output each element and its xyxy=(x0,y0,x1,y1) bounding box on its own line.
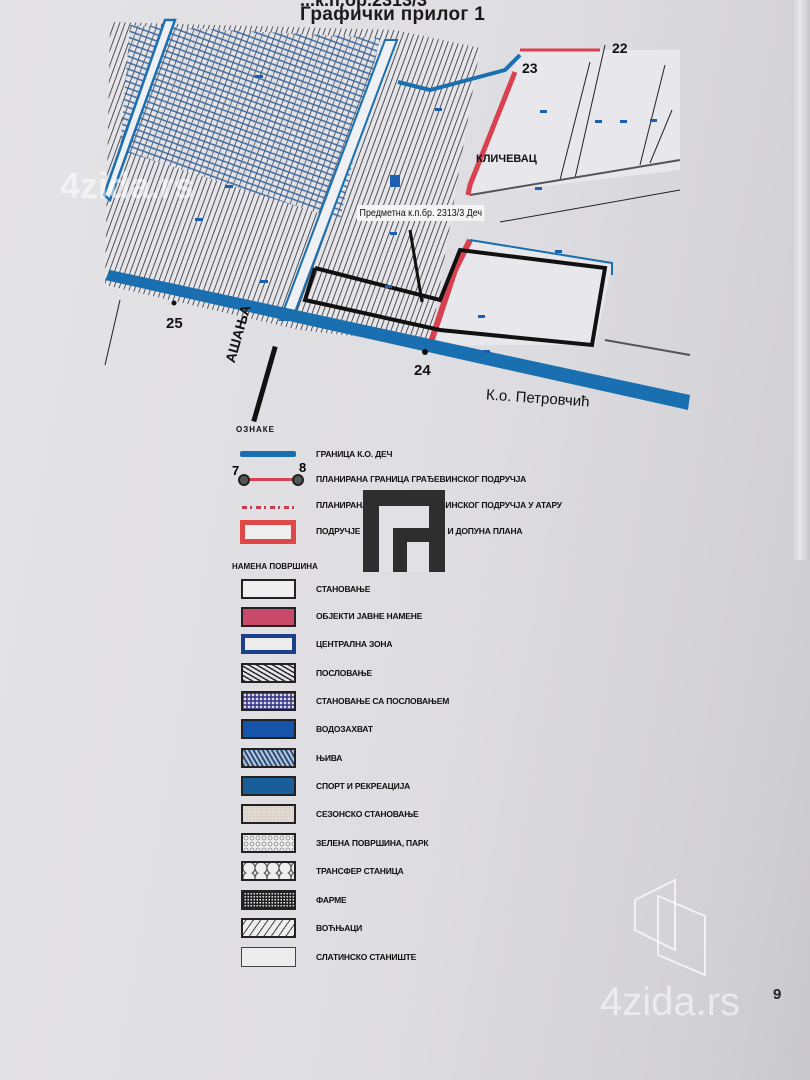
land-use-label: СЕЗОНСКО СТАНОВАЊЕ xyxy=(316,809,419,819)
legend-point-icon xyxy=(292,474,304,486)
swatch-central-zone-icon xyxy=(241,634,296,654)
legend-point-icon xyxy=(238,474,250,486)
swatch-seasonal-icon xyxy=(241,804,296,824)
swatch-business-icon xyxy=(241,663,296,683)
swatch-transfer-icon xyxy=(241,861,296,881)
point-23-label: 23 xyxy=(522,60,538,76)
land-use-label: ФАРМЕ xyxy=(316,895,347,905)
land-use-label: ТРАНСФЕР СТАНИЦА xyxy=(316,866,404,876)
document-header-partial: ...к.п.бр.2313/3 xyxy=(300,0,428,10)
land-use-label: СТАНОВАЊЕ СА ПОСЛОВАЊЕМ xyxy=(316,696,450,706)
swatch-green-area-icon xyxy=(241,833,296,853)
swatch-sport-icon xyxy=(241,776,296,796)
swatch-saline-icon xyxy=(241,947,296,967)
subject-parcel-callout: Предметна к.п.бр. 2313/3 Деч xyxy=(357,205,485,221)
swatch-farms-icon xyxy=(241,890,296,910)
land-use-label: ПОСЛОВАЊЕ xyxy=(316,668,372,678)
land-use-label: СТАНОВАЊЕ xyxy=(316,584,371,594)
watermark-text-left: 4zida.rs xyxy=(60,165,195,206)
watermark-text: 4zida.rs xyxy=(600,980,741,1024)
land-use-heading: НАМЕНА ПОВРШИНА xyxy=(232,562,318,571)
swatch-housing-icon xyxy=(241,579,296,599)
point-25-label: 25 xyxy=(166,315,183,332)
swatch-mixed-icon xyxy=(241,691,296,711)
legend-red-line-icon xyxy=(242,478,296,481)
legend-point-start: 7 xyxy=(232,463,240,478)
locality-label: КЛИЧЕВАЦ xyxy=(476,153,537,165)
land-use-label: ЊИВА xyxy=(316,753,343,763)
page-number: 9 xyxy=(773,986,782,1003)
land-use-label: ВОЋЊАЦИ xyxy=(316,923,363,933)
watermark-house-icon xyxy=(634,878,706,977)
land-use-label: ЦЕНТРАЛНА ЗОНА xyxy=(316,639,393,649)
land-use-label: ВОДОЗАХВАТ xyxy=(316,724,373,734)
legend-heading: ОЗНАКЕ xyxy=(236,425,276,434)
land-use-label: СЛАТИНСКО СТАНИШТЕ xyxy=(316,952,417,962)
legend-line-label: ГРАНИЦА К.О. ДЕЧ xyxy=(316,449,393,459)
legend-dash-dot-icon xyxy=(242,506,296,509)
swatch-water-intake-icon xyxy=(241,719,296,739)
watermark-logo-icon xyxy=(363,490,445,572)
land-use-label: ОБЈЕКТИ ЈАВНЕ НАМЕНЕ xyxy=(316,611,423,621)
legend-red-box-icon xyxy=(240,520,296,544)
swatch-field-icon xyxy=(241,748,296,768)
legend-line-label: ПЛАНИРАНА ГРАНИЦА ГРАЂЕВИНСКОГ ПОДРУЧЈА xyxy=(316,474,527,484)
point-24-label: 24 xyxy=(414,362,431,379)
legend-point-end: 8 xyxy=(299,460,307,475)
legend-blue-line-icon xyxy=(240,451,296,457)
cadastral-map xyxy=(102,18,691,410)
land-use-label: СПОРТ И РЕКРЕАЦИЈА xyxy=(316,781,411,791)
page-edge xyxy=(792,0,810,560)
land-use-label: ЗЕЛЕНА ПОВРШИНА, ПАРК xyxy=(316,838,429,848)
point-22-label: 22 xyxy=(612,40,628,56)
swatch-public-icon xyxy=(241,607,296,627)
swatch-orchards-icon xyxy=(241,918,296,938)
document-title: Графички прилог 1 xyxy=(300,4,486,25)
